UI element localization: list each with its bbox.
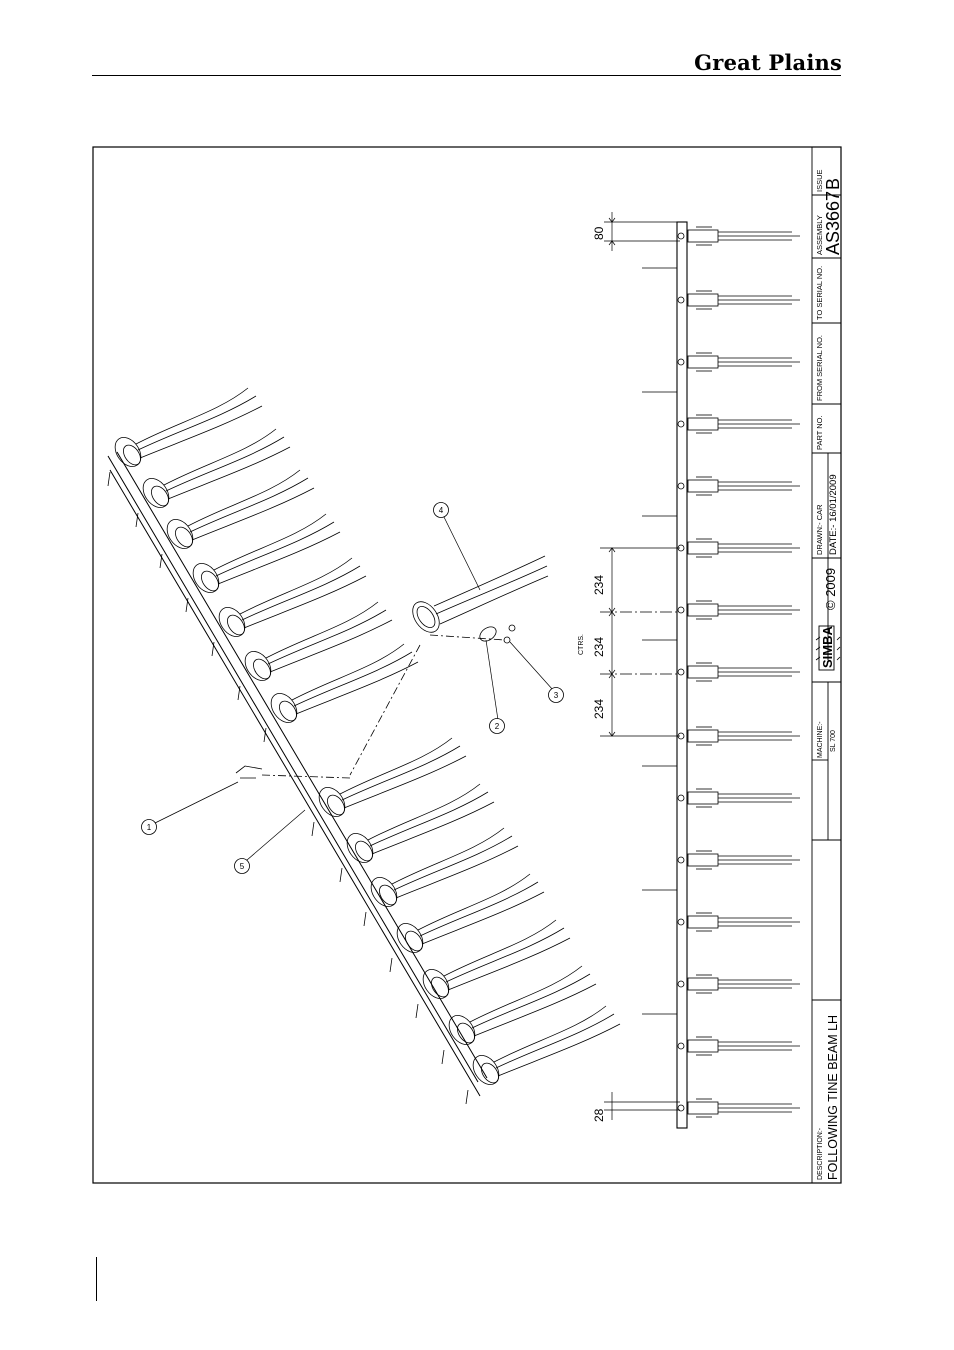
iso-tine bbox=[416, 920, 570, 1018]
callout-5: 5 bbox=[235, 859, 250, 874]
tine-row bbox=[678, 601, 800, 619]
iso-tine bbox=[340, 784, 494, 882]
dimension-234-c: 234 bbox=[592, 699, 606, 719]
callout-4: 4 bbox=[434, 503, 449, 518]
iso-tine bbox=[136, 429, 290, 527]
svg-text:1: 1 bbox=[147, 823, 152, 832]
description-value: FOLLOWING TINE BEAM LH bbox=[826, 1015, 840, 1180]
tine-row bbox=[678, 975, 800, 993]
iso-tine bbox=[212, 558, 366, 656]
to-serial-label: TO SERIAL NO. bbox=[815, 266, 824, 320]
tine-row bbox=[678, 851, 800, 869]
drawing-date: DATE:- 16/01/2009 bbox=[828, 474, 839, 555]
iso-tine bbox=[364, 828, 518, 926]
dimension-28: 28 bbox=[592, 1108, 606, 1122]
copyright-text: © 2009 bbox=[823, 568, 838, 610]
iso-tine bbox=[186, 514, 340, 612]
tine-row bbox=[642, 516, 800, 557]
drawn-by: DRAWN:- CAR bbox=[815, 504, 824, 555]
description-label: DESCRIPTION:- bbox=[817, 1127, 824, 1180]
tine-row bbox=[642, 268, 800, 309]
simba-logo: SIMBA bbox=[816, 626, 840, 671]
tine-row bbox=[678, 727, 800, 745]
svg-text:2: 2 bbox=[495, 722, 500, 731]
tine-row bbox=[678, 477, 800, 495]
machine-label: MACHINE:- bbox=[817, 721, 824, 758]
tine-row bbox=[642, 890, 800, 931]
callout-leaders bbox=[155, 515, 553, 860]
callout-3: 3 bbox=[549, 688, 564, 703]
machine-value: SL 700 bbox=[830, 730, 837, 752]
callout-1: 1 bbox=[142, 820, 157, 835]
iso-tine bbox=[466, 1006, 620, 1104]
part-no-label: PART NO. bbox=[815, 415, 824, 450]
svg-text:SIMBA: SIMBA bbox=[820, 626, 835, 669]
beam-isometric-view bbox=[108, 388, 620, 1104]
dimensions bbox=[600, 212, 680, 1120]
iso-tine bbox=[108, 388, 262, 486]
iso-tine bbox=[238, 602, 392, 700]
tine-row bbox=[678, 227, 800, 245]
svg-text:3: 3 bbox=[554, 691, 559, 700]
tine-row bbox=[642, 766, 800, 807]
iso-tine bbox=[264, 644, 418, 742]
dimension-80: 80 bbox=[592, 226, 606, 240]
iso-tine bbox=[390, 874, 544, 972]
callout-balloons: 1 2 3 4 5 bbox=[142, 503, 564, 874]
svg-text:4: 4 bbox=[439, 506, 444, 515]
tine-row bbox=[642, 392, 800, 433]
iso-tine bbox=[442, 966, 596, 1064]
dimension-234-b: 234 bbox=[592, 637, 606, 657]
tine-row bbox=[642, 640, 800, 681]
dimension-234-a: 234 bbox=[592, 575, 606, 595]
iso-tine bbox=[160, 470, 314, 568]
tine-row bbox=[678, 353, 800, 371]
tine-row bbox=[678, 1099, 800, 1117]
from-serial-label: FROM SERIAL NO. bbox=[815, 335, 824, 401]
assembly-number: AS3667 bbox=[823, 191, 843, 255]
beam-side-view bbox=[642, 222, 800, 1128]
ctrs-label: CTRS. bbox=[578, 634, 585, 655]
tine-row bbox=[642, 1014, 800, 1055]
callout-2: 2 bbox=[490, 719, 505, 734]
issue-letter: B bbox=[823, 178, 843, 190]
drawing-frame bbox=[93, 147, 841, 1183]
svg-text:5: 5 bbox=[240, 862, 245, 871]
title-block-text: DESCRIPTION:- FOLLOWING TINE BEAM LH MAC… bbox=[815, 169, 843, 1180]
